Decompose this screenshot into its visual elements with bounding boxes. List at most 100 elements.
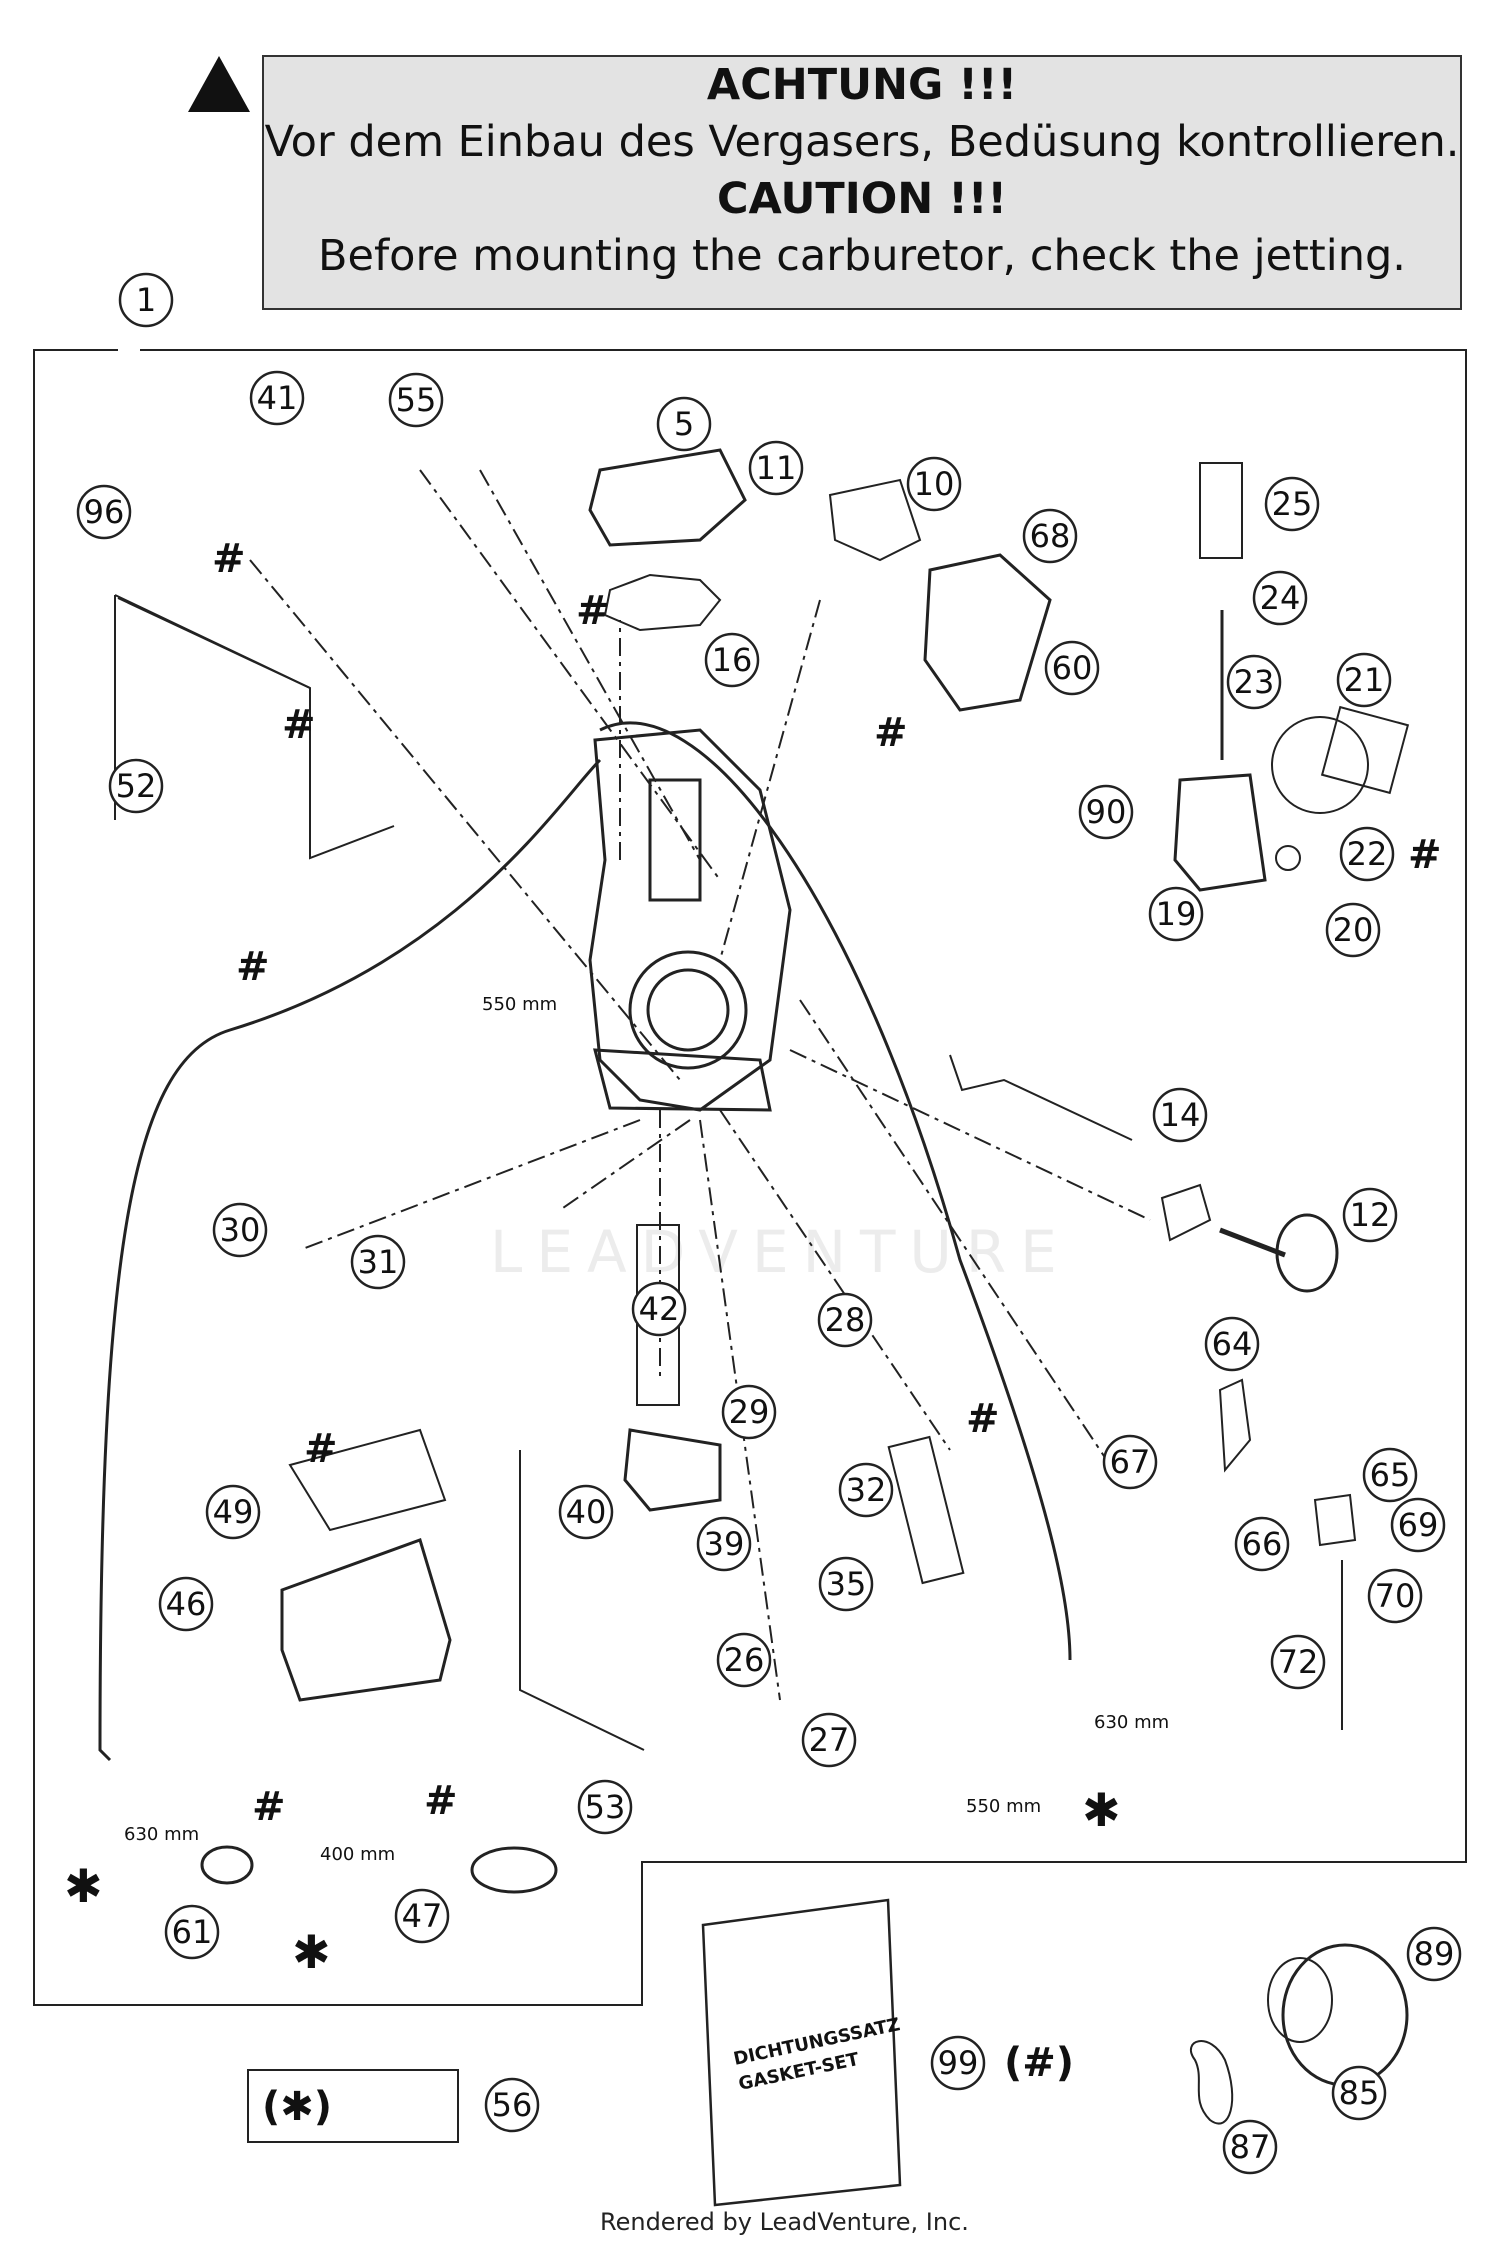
callout-label: 69 <box>1398 1506 1439 1544</box>
o-ring-87 <box>1189 2040 1234 2125</box>
gasket-set-bag <box>701 1898 902 2207</box>
banner-title-en: CAUTION !!! <box>716 174 1008 224</box>
dimension-630: 630 mm <box>1094 1712 1169 1733</box>
callout-label: 64 <box>1212 1325 1253 1363</box>
footer-credit: Rendered by LeadVenture, Inc. <box>600 2208 969 2236</box>
assembly-boundary <box>33 349 1467 2006</box>
callout-66: 66 <box>1234 1516 1290 1572</box>
hash-symbol: # <box>576 588 610 634</box>
callout-label: 72 <box>1278 1643 1319 1681</box>
callout-label: 40 <box>566 1493 607 1531</box>
o-ring <box>1275 845 1301 871</box>
callout-label: 11 <box>756 449 797 487</box>
callout-label: 24 <box>1260 579 1301 617</box>
callout-19: 19 <box>1148 886 1204 942</box>
pump-cover-bottom <box>470 1846 558 1894</box>
callout-16: 16 <box>704 632 760 688</box>
callout-14: 14 <box>1152 1087 1208 1143</box>
callout-label: 31 <box>358 1243 399 1281</box>
hash-symbol: # <box>236 944 270 990</box>
hash-symbol: # <box>424 1778 458 1824</box>
callout-69: 69 <box>1390 1497 1446 1553</box>
hash-symbol: # <box>212 536 246 582</box>
guide-line <box>949 1054 1133 1141</box>
callout-label: 87 <box>1230 2128 1271 2166</box>
banner-text-en: Before mounting the carburetor, check th… <box>318 231 1406 281</box>
callout-label: 89 <box>1414 1935 1455 1973</box>
callout-label: 27 <box>809 1721 850 1759</box>
callout-24: 24 <box>1252 570 1308 626</box>
drain-plug <box>200 1845 254 1885</box>
callout-label: 19 <box>1156 895 1197 933</box>
callout-11: 11 <box>748 440 804 496</box>
callout-70: 70 <box>1367 1568 1423 1624</box>
callout-label: 55 <box>396 381 437 419</box>
callout-99: 99 <box>930 2035 986 2091</box>
part-box-25 <box>1199 462 1243 559</box>
callout-53: 53 <box>577 1779 633 1835</box>
dimension-550: 550 mm <box>482 994 557 1015</box>
callout-39: 39 <box>696 1516 752 1572</box>
callout-label: 30 <box>220 1211 261 1249</box>
callout-label: 14 <box>1160 1096 1201 1134</box>
callout-label: 21 <box>1344 661 1385 699</box>
callout-22: 22 <box>1339 826 1395 882</box>
callout-35: 35 <box>818 1556 874 1612</box>
throttle-lever <box>1218 1378 1252 1473</box>
callout-label: 22 <box>1347 835 1388 873</box>
banner-title-de: ACHTUNG !!! <box>706 60 1018 110</box>
accelerator-pump <box>1173 773 1267 892</box>
hash-symbol: # <box>966 1396 1000 1442</box>
callout-67: 67 <box>1102 1434 1158 1490</box>
dimension-550: 550 mm <box>966 1796 1041 1817</box>
callout-61: 61 <box>164 1904 220 1960</box>
callout-72: 72 <box>1270 1634 1326 1690</box>
callout-30: 30 <box>212 1202 268 1258</box>
callout-label: 1 <box>136 281 156 319</box>
callout-label: 28 <box>825 1301 866 1339</box>
callout-label: 16 <box>712 641 753 679</box>
callout-label: 32 <box>846 1471 887 1509</box>
callout-label: 60 <box>1052 649 1093 687</box>
callout-12: 12 <box>1342 1187 1398 1243</box>
star-symbol: ✱ <box>1082 1783 1121 1837</box>
callout-label: 39 <box>704 1525 745 1563</box>
callout-label: 12 <box>1350 1196 1391 1234</box>
callout-25: 25 <box>1264 476 1320 532</box>
part-box-32 <box>887 1435 965 1585</box>
callout-label: 5 <box>674 405 694 443</box>
callout-label: 29 <box>729 1393 770 1431</box>
callout-96: 96 <box>76 484 132 540</box>
dimension-630: 630 mm <box>124 1824 199 1845</box>
callout-5: 5 <box>656 396 712 452</box>
hash-group-symbol: (#) <box>1004 2040 1074 2086</box>
throttle-cable <box>98 758 602 1762</box>
hash-symbol: # <box>282 702 316 748</box>
callout-label: 49 <box>213 1493 254 1531</box>
callout-90: 90 <box>1078 784 1134 840</box>
callout-31: 31 <box>350 1234 406 1290</box>
callout-46: 46 <box>158 1576 214 1632</box>
callout-label: 47 <box>402 1897 443 1935</box>
guide-line <box>114 594 395 860</box>
callout-21: 21 <box>1336 652 1392 708</box>
callout-49: 49 <box>205 1484 261 1540</box>
callout-label: 96 <box>84 493 125 531</box>
callout-52: 52 <box>108 758 164 814</box>
warning-triangle-icon <box>188 56 250 112</box>
callout-40: 40 <box>558 1484 614 1540</box>
callout-89: 89 <box>1406 1926 1462 1982</box>
callout-label: 26 <box>724 1641 765 1679</box>
float <box>623 1428 722 1512</box>
callout-42: 42 <box>631 1281 687 1337</box>
callout-1: 1 <box>118 272 174 328</box>
callout-label: 65 <box>1370 1456 1411 1494</box>
watermark: LEADVENTURE <box>490 1218 1071 1286</box>
callout-label: 10 <box>914 465 955 503</box>
callout-label: 52 <box>116 767 157 805</box>
callout-label: 90 <box>1086 793 1127 831</box>
callout-27: 27 <box>801 1712 857 1768</box>
